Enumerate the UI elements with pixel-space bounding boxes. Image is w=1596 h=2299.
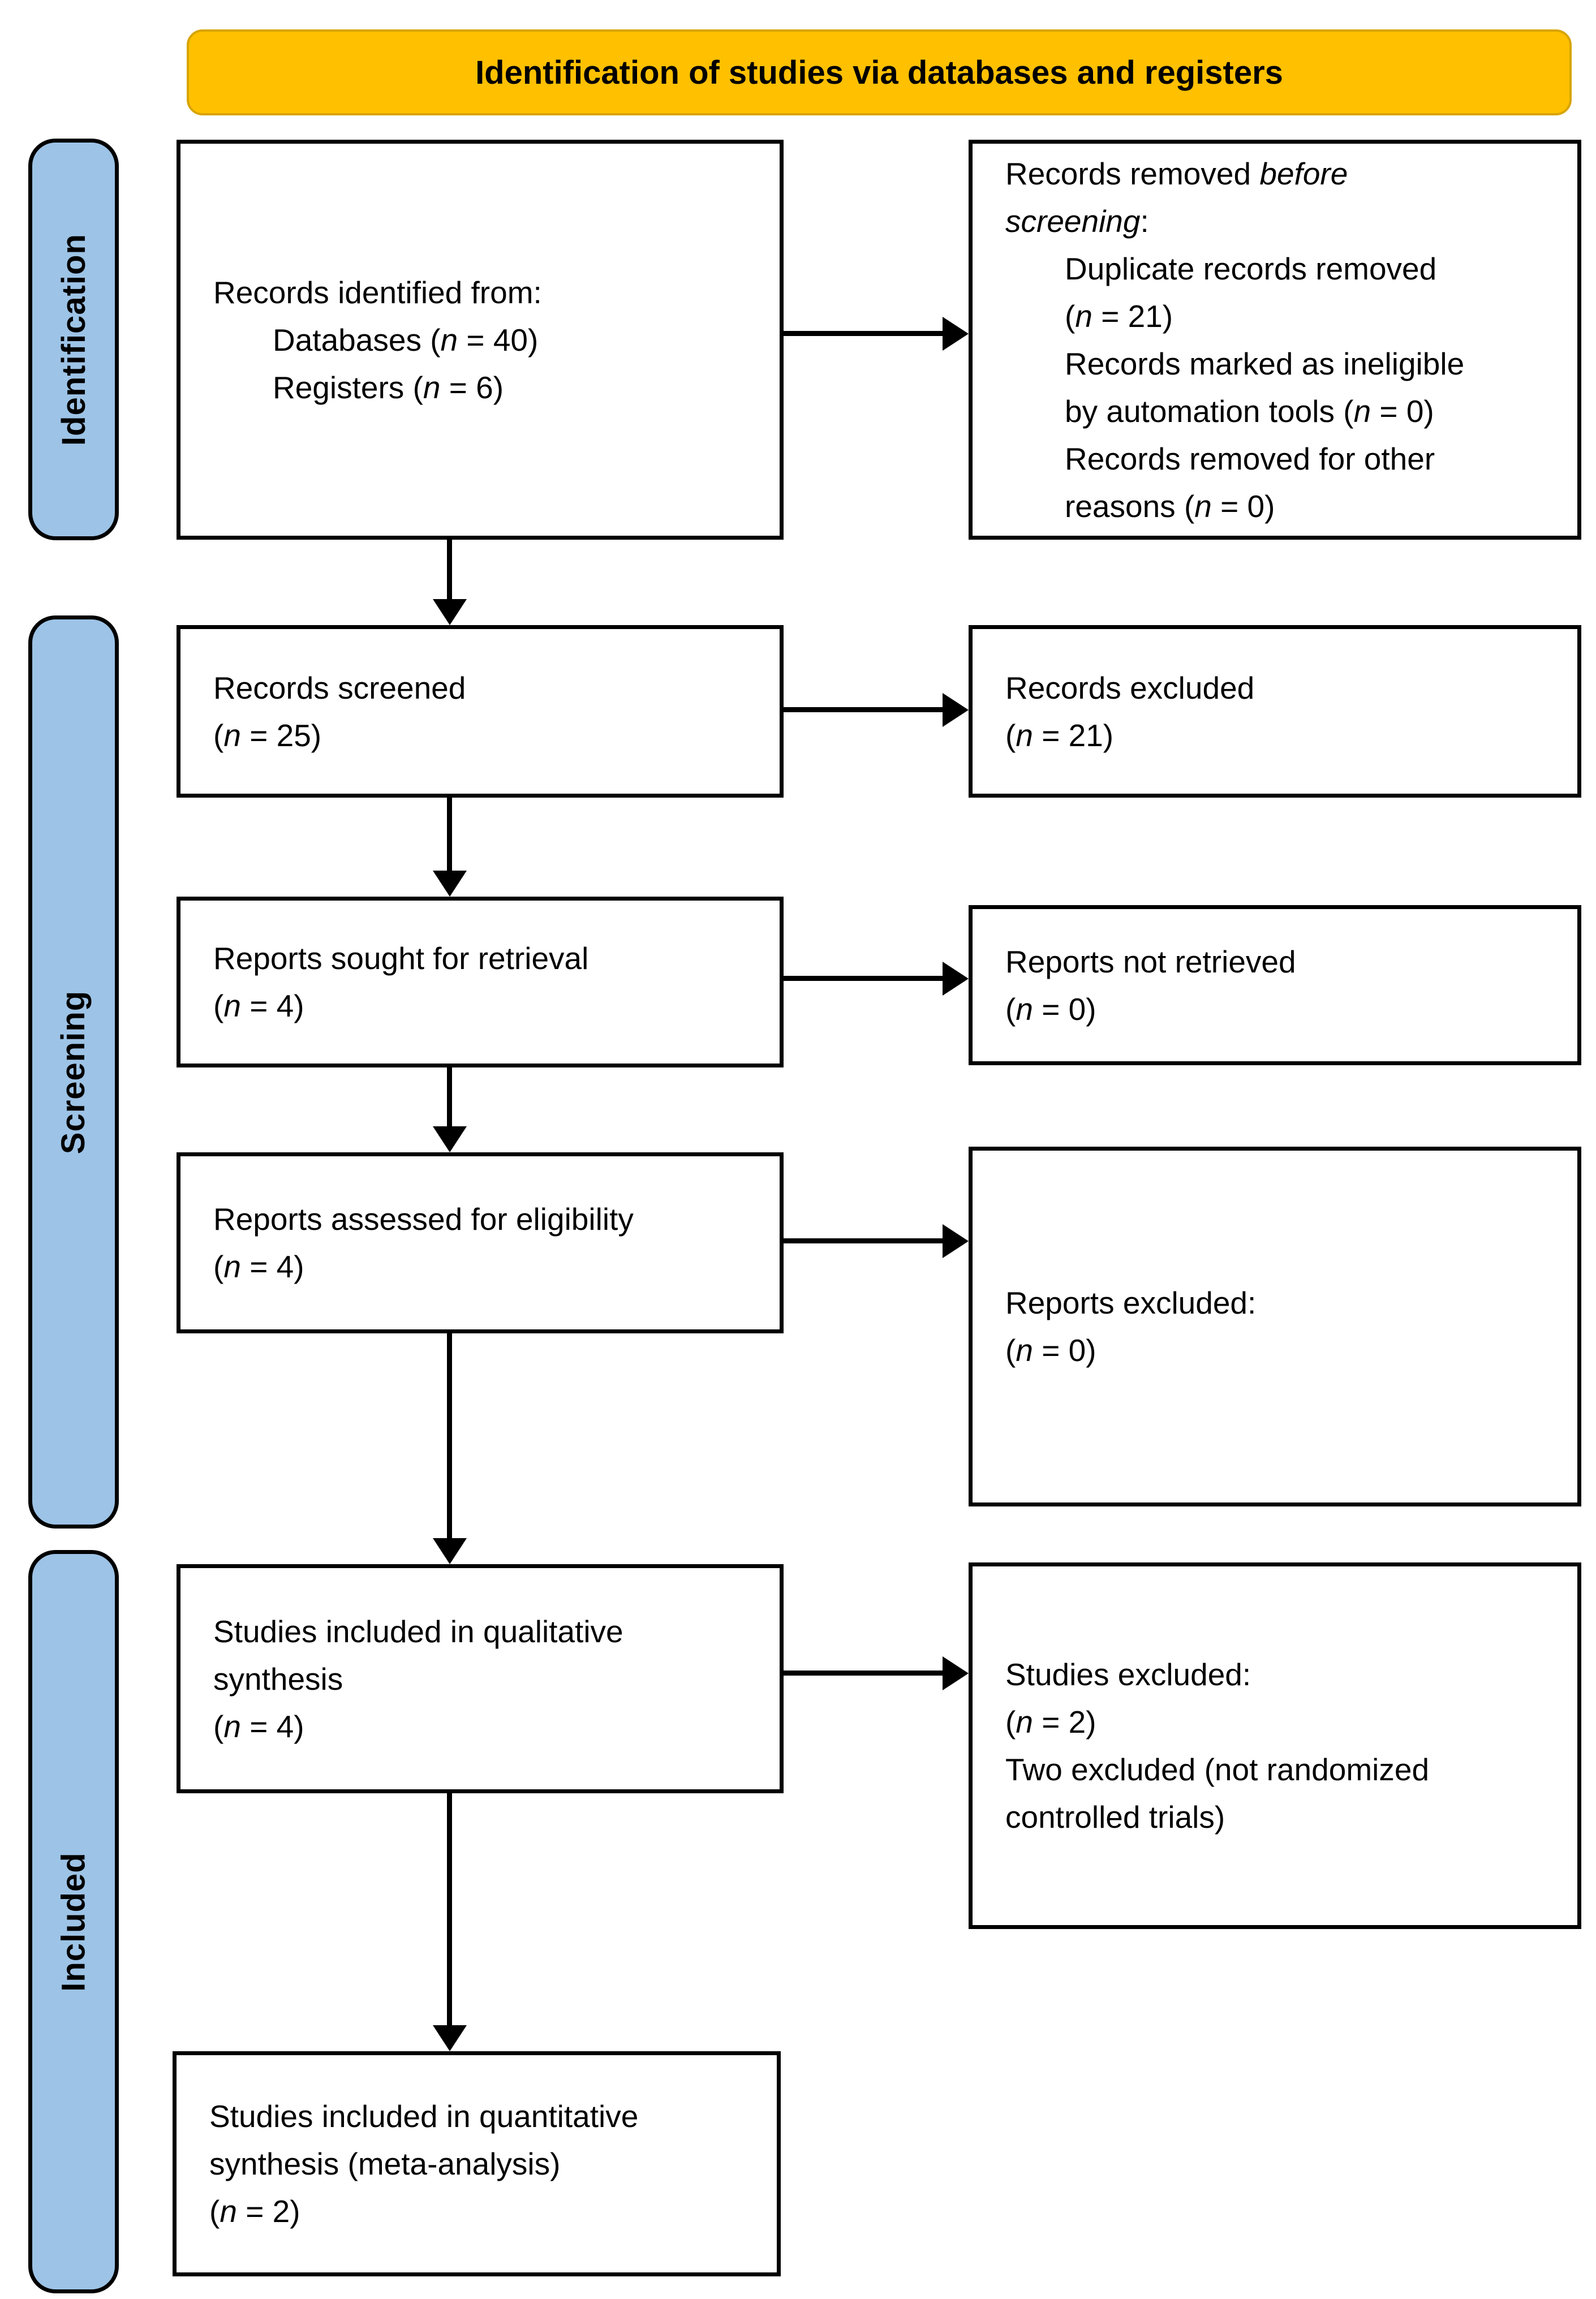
arrow-assessed-to-reports-excluded — [781, 1238, 943, 1243]
phase-label-identification: Identification — [28, 139, 119, 540]
text-line: Reports not retrieved — [1005, 944, 1296, 979]
text-line: Reports assessed for eligibility — [213, 1202, 634, 1237]
text-line: (n = 4) — [213, 988, 304, 1023]
text-line: (n = 0) — [1005, 1333, 1096, 1368]
box-reports-not-retrieved: Reports not retrieved (n = 0) — [969, 905, 1581, 1065]
text-line: synthesis (meta-analysis) — [209, 2146, 561, 2181]
box-quantitative-synthesis: Studies included in quantitative synthesi… — [173, 2051, 781, 2276]
box-records-screened: Records screened (n = 25) — [177, 625, 784, 798]
arrow-sought-to-not-retrieved — [781, 976, 943, 981]
text-line: Reports sought for retrieval — [213, 941, 589, 976]
diagram-title: Identification of studies via databases … — [475, 54, 1283, 91]
text-line: controlled trials) — [1005, 1799, 1225, 1835]
text-line: Records removed for other — [1065, 441, 1435, 476]
text-line: Registers (n = 6) — [273, 369, 504, 405]
arrow-screened-to-sought — [447, 795, 452, 871]
phase-label-screening-text: Screening — [55, 990, 92, 1154]
arrow-sought-to-assessed — [447, 1065, 452, 1127]
phase-label-screening: Screening — [28, 615, 119, 1529]
text-line: Records identified from: — [213, 274, 542, 310]
text-line: Duplicate records removed — [1065, 251, 1437, 286]
text-line: Studies included in quantitative — [209, 2099, 639, 2134]
title-banner: Identification of studies via databases … — [187, 29, 1572, 115]
box-records-removed-before-screening: Records removed before screening: Duplicat… — [969, 140, 1581, 540]
text-line: (n = 25) — [213, 717, 322, 753]
text-line: Records marked as ineligible — [1065, 346, 1465, 381]
text-line: screening: — [1005, 203, 1149, 239]
arrow-screened-to-excluded — [781, 707, 943, 712]
box-reports-sought: Reports sought for retrieval (n = 4) — [177, 897, 784, 1067]
box-reports-excluded: Reports excluded: (n = 0) — [969, 1147, 1581, 1506]
text-line: Records screened — [213, 670, 466, 705]
arrow-identified-to-removed — [781, 331, 943, 336]
text-line: Reports excluded: — [1005, 1285, 1257, 1320]
text-line: Records excluded — [1005, 670, 1255, 705]
arrow-assessed-to-qualitative — [447, 1331, 452, 1539]
arrow-qualitative-to-quantitative — [447, 1791, 452, 2026]
text-line: reasons (n = 0) — [1065, 488, 1275, 524]
text-line: Databases (n = 40) — [273, 322, 539, 358]
text-line: by automation tools (n = 0) — [1065, 393, 1434, 429]
text-line: synthesis — [213, 1661, 343, 1697]
text-line: (n = 21) — [1065, 298, 1173, 334]
phase-label-identification-text: Identification — [55, 233, 92, 446]
box-qualitative-synthesis: Studies included in qualitative synthesis… — [177, 1564, 784, 1793]
text-line: Studies excluded: — [1005, 1657, 1251, 1692]
phase-label-included-text: Included — [55, 1852, 92, 1992]
text-line: (n = 4) — [213, 1708, 304, 1744]
text-line: (n = 4) — [213, 1249, 304, 1284]
text-line: Studies included in qualitative — [213, 1613, 623, 1649]
box-records-identified: Records identified from: Databases (n = 4… — [177, 140, 784, 540]
box-studies-excluded: Studies excluded: (n = 2) Two excluded (no… — [969, 1562, 1581, 1929]
text-line: (n = 21) — [1005, 717, 1114, 753]
text-line: (n = 2) — [1005, 1704, 1096, 1740]
arrow-identified-to-screened — [447, 537, 452, 600]
box-records-excluded: Records excluded (n = 21) — [969, 625, 1581, 798]
box-reports-assessed: Reports assessed for eligibility (n = 4) — [177, 1152, 784, 1333]
phase-label-included: Included — [28, 1550, 119, 2293]
text-line: (n = 2) — [209, 2194, 300, 2229]
arrow-qualitative-to-studies-excluded — [781, 1671, 943, 1676]
text-line: Two excluded (not randomized — [1005, 1752, 1430, 1787]
text-line: Records removed before — [1005, 156, 1348, 191]
text-line: (n = 0) — [1005, 991, 1096, 1027]
